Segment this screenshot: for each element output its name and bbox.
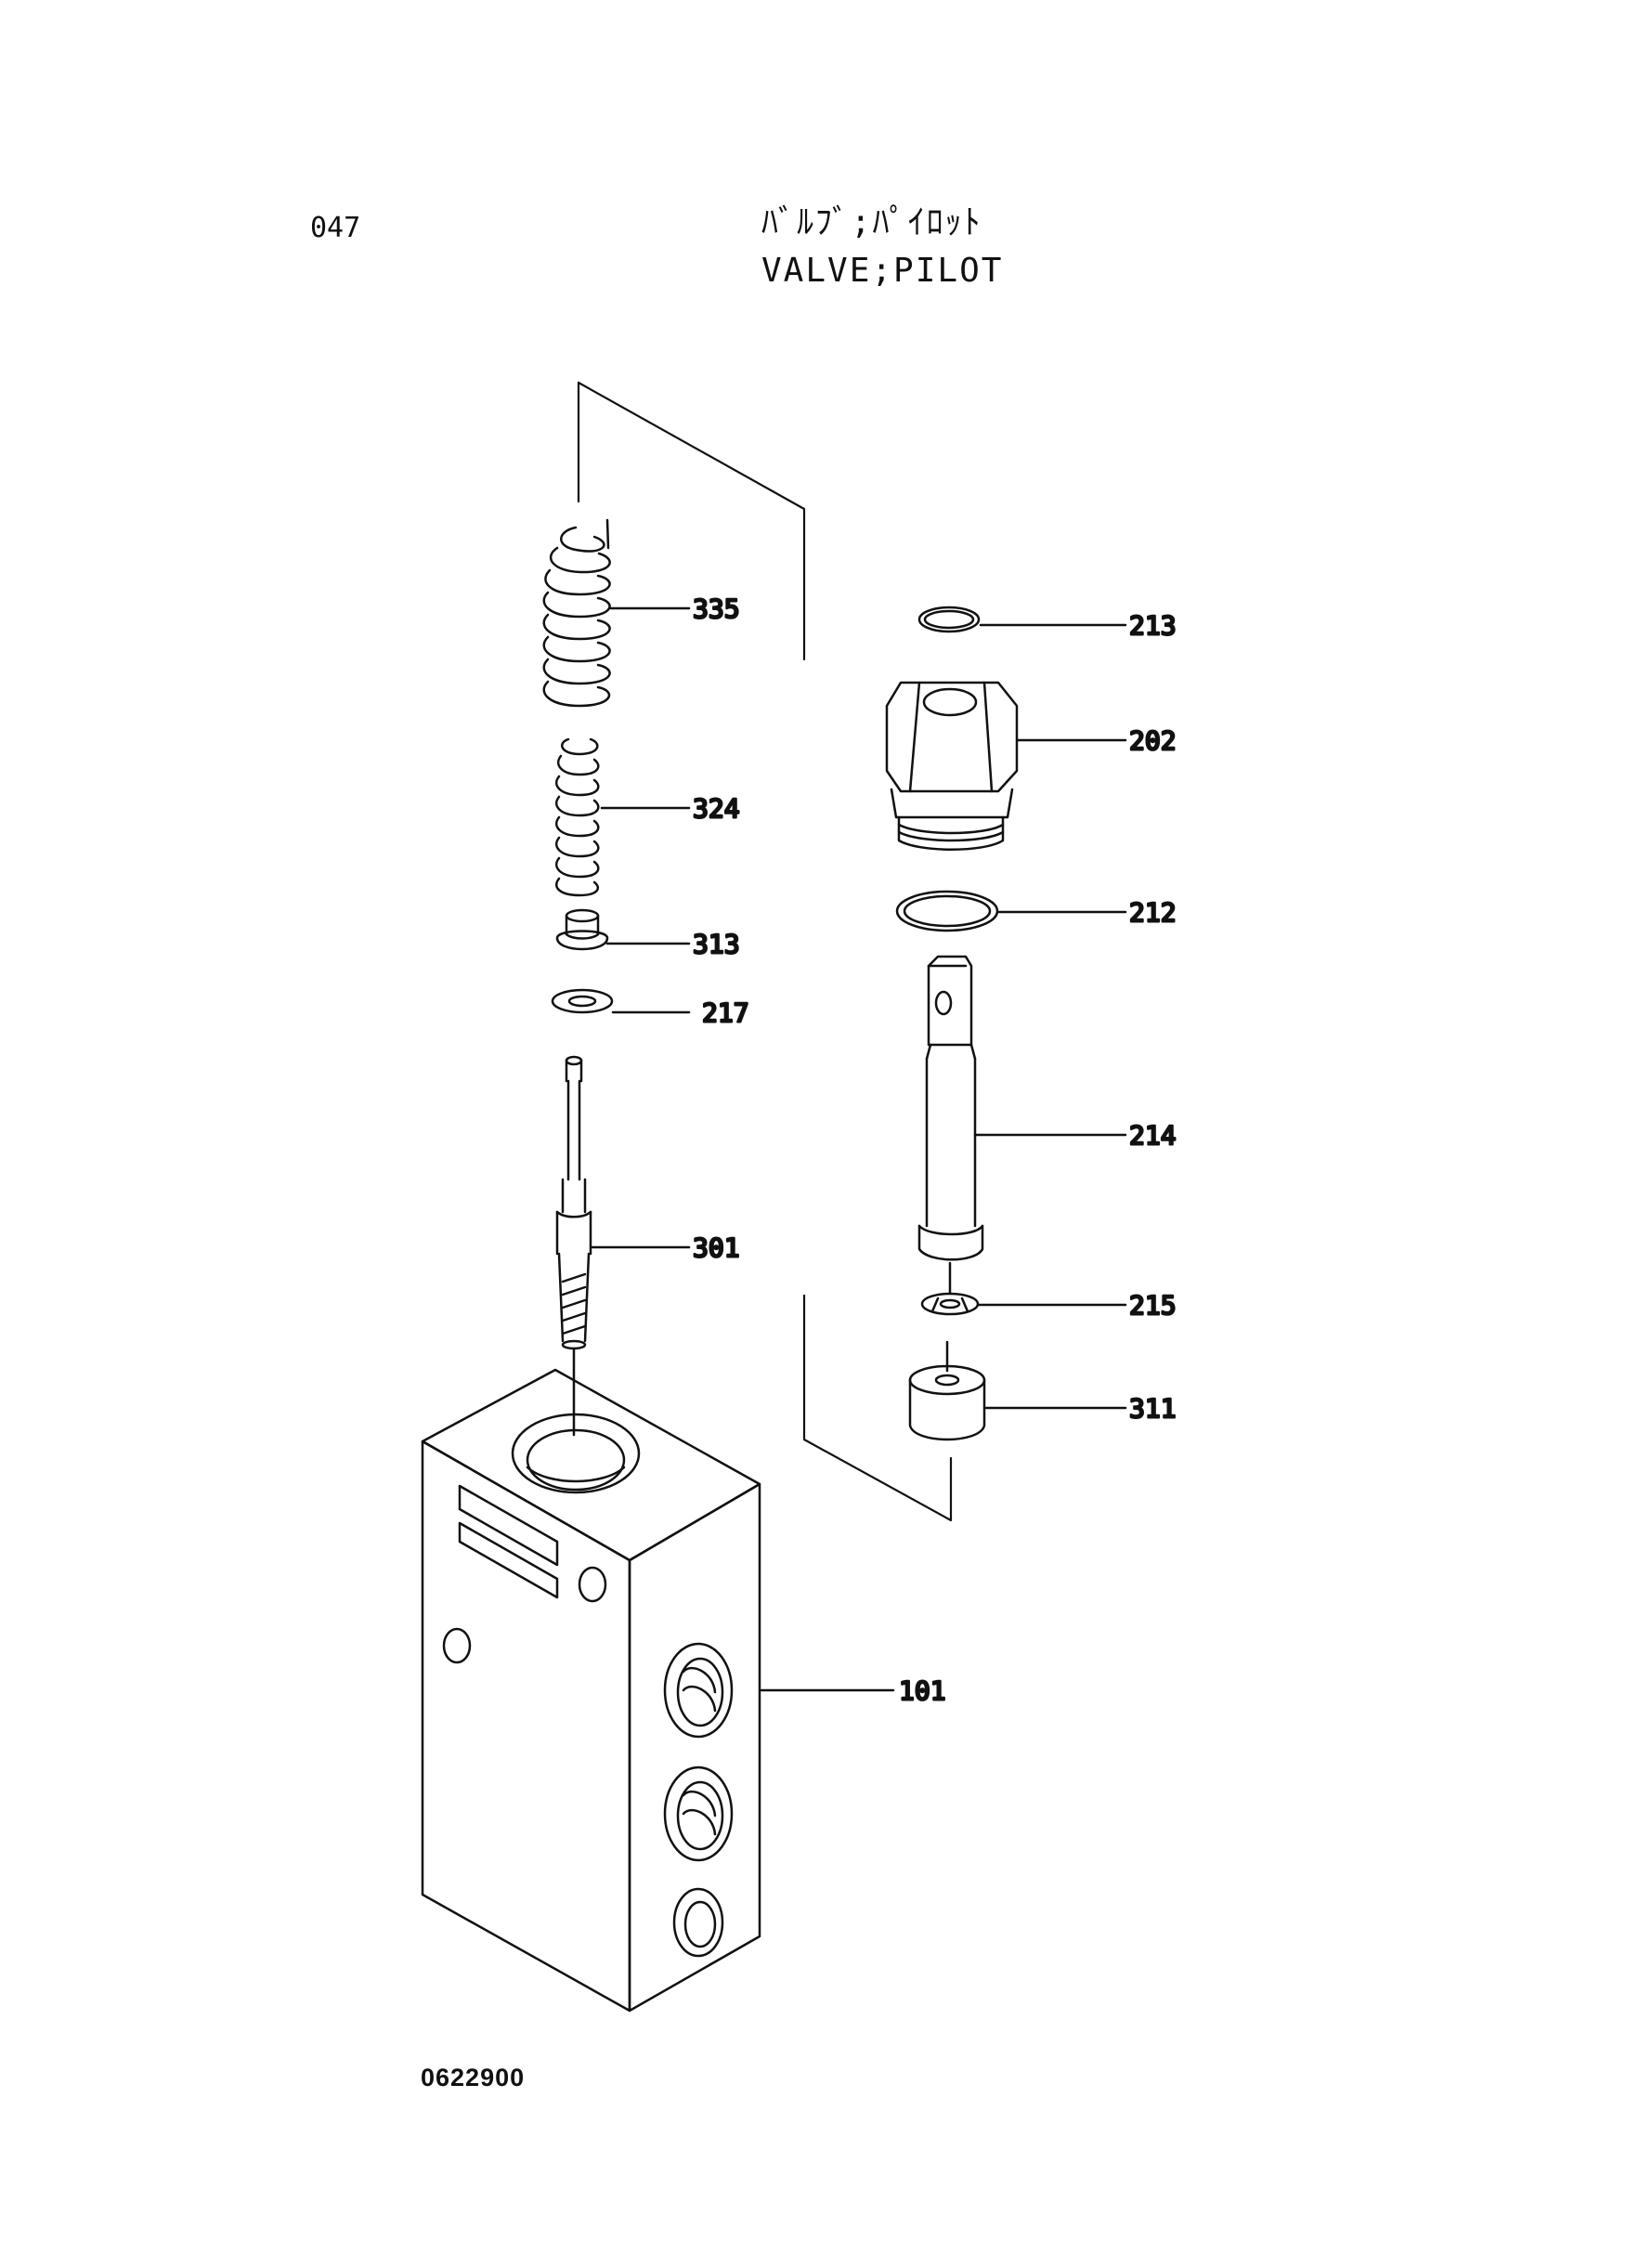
callout-202: 202: [1129, 725, 1177, 756]
callout-213: 213: [1129, 610, 1177, 641]
callout-335: 335: [693, 593, 740, 624]
assembly-bracket: [577, 381, 953, 1522]
callout-301: 301: [693, 1232, 740, 1263]
part-214-stem: [917, 955, 1127, 1261]
title-english: VALVE;PILOT: [761, 252, 1004, 290]
part-202-plug: [885, 681, 1127, 851]
part-313-seat: [555, 908, 691, 951]
callout-214: 214: [1129, 1120, 1177, 1151]
part-324-spring: [555, 737, 691, 897]
callout-313: 313: [693, 929, 740, 959]
part-311-sleeve: [908, 1340, 1127, 1441]
callout-101: 101: [899, 1675, 946, 1706]
callout-217: 217: [702, 997, 749, 1028]
part-215-retaining-ring: [920, 1261, 1127, 1316]
part-212-o-ring: [895, 890, 1127, 932]
part-301-spool: [555, 1055, 691, 1437]
part-213-o-ring: [917, 606, 1127, 633]
callout-311: 311: [1129, 1393, 1177, 1424]
part-217-washer: [551, 988, 691, 1014]
title-japanese: ﾊﾞﾙﾌﾞ;ﾊﾟｲﾛｯﾄ: [761, 203, 982, 241]
part-101-valve-body: [421, 1368, 895, 2013]
page-number: 047: [310, 212, 361, 244]
callout-324: 324: [693, 793, 740, 824]
callout-212: 212: [1129, 897, 1177, 928]
part-335-spring: [542, 518, 691, 708]
callout-215: 215: [1129, 1290, 1177, 1321]
title-block: ﾊﾞﾙﾌﾞ;ﾊﾟｲﾛｯﾄ VALVE;PILOT: [761, 199, 1003, 295]
document-code: 0622900: [421, 2064, 526, 2091]
